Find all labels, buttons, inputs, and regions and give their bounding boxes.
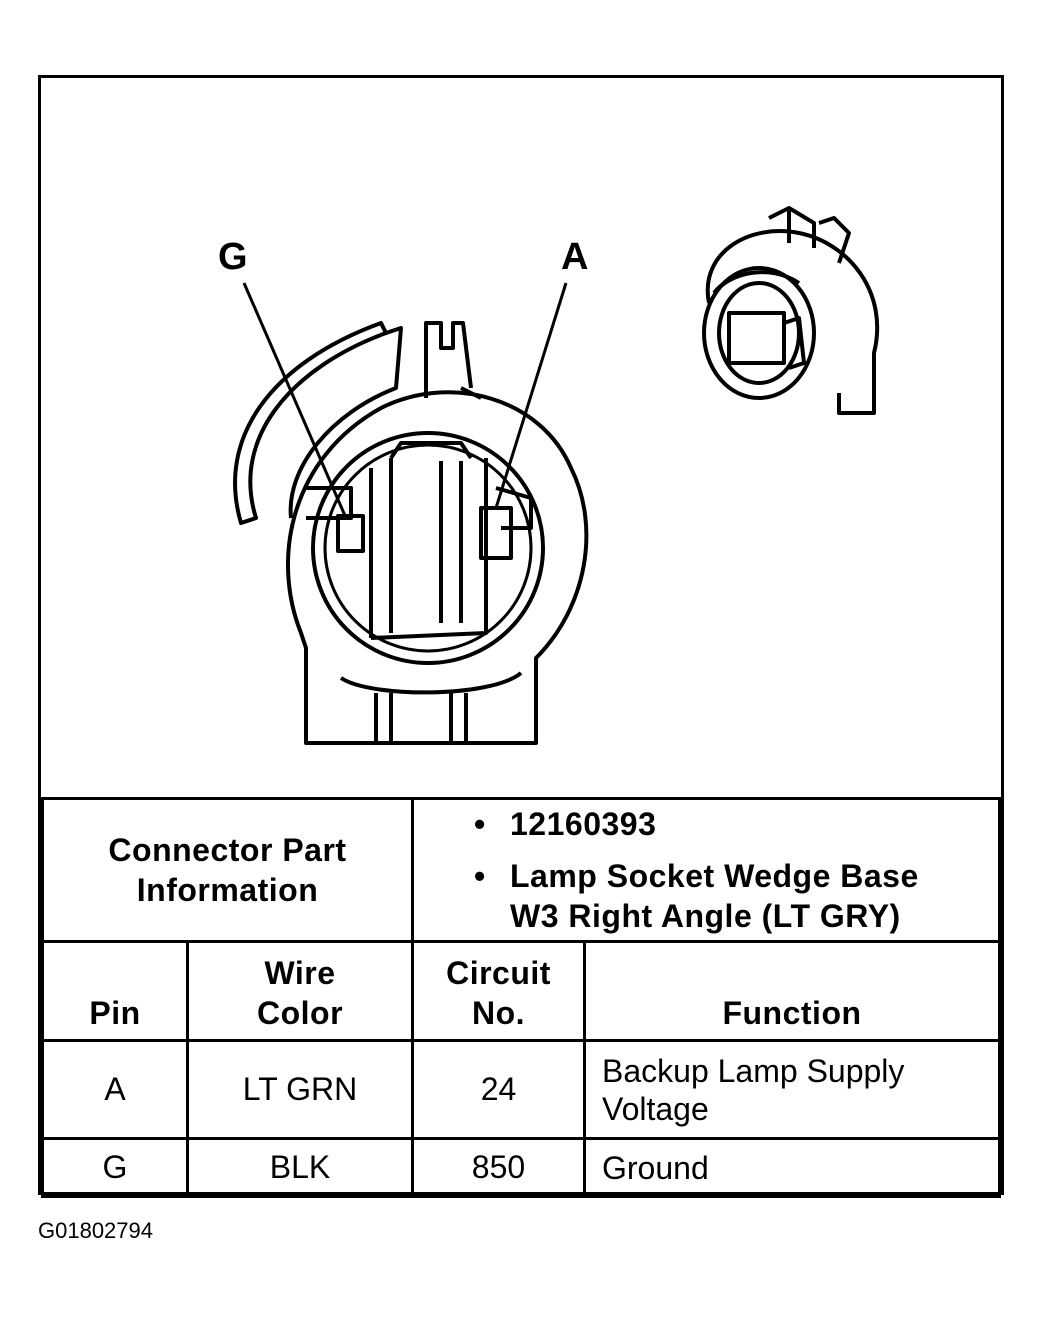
table-row: G BLK 850 Ground xyxy=(41,1137,1001,1198)
header-pin: Pin xyxy=(41,940,189,1042)
cell-circuit: 850 xyxy=(411,1137,586,1198)
diagram-frame: G A Connector Part Information • 1216039… xyxy=(38,75,1004,1198)
part-description: • Lamp Socket Wedge Base W3 Right Angle … xyxy=(474,858,919,934)
connector-table: Connector Part Information • 12160393 • … xyxy=(41,797,1001,1198)
pin-label-g: G xyxy=(218,236,248,278)
part-number: • 12160393 xyxy=(474,806,657,842)
cell-circuit: 24 xyxy=(411,1039,586,1140)
connector-part-info-header: Connector Part Information xyxy=(41,797,414,943)
connector-face-icon xyxy=(233,282,589,745)
figure-id: G01802794 xyxy=(38,1218,153,1243)
cell-wire-color: LT GRN xyxy=(186,1039,414,1140)
connector-part-bullets: • 12160393 • Lamp Socket Wedge Base W3 R… xyxy=(411,797,1001,943)
pin-label-a: A xyxy=(561,236,589,278)
cell-function: Ground xyxy=(583,1137,1001,1198)
cell-wire-color: BLK xyxy=(186,1137,414,1198)
lamp-socket-icon xyxy=(702,206,880,415)
cell-pin: A xyxy=(41,1039,189,1140)
connector-drawing-area: G A xyxy=(41,78,1001,800)
header-function: Function xyxy=(583,940,1001,1042)
cell-pin: G xyxy=(41,1137,189,1198)
